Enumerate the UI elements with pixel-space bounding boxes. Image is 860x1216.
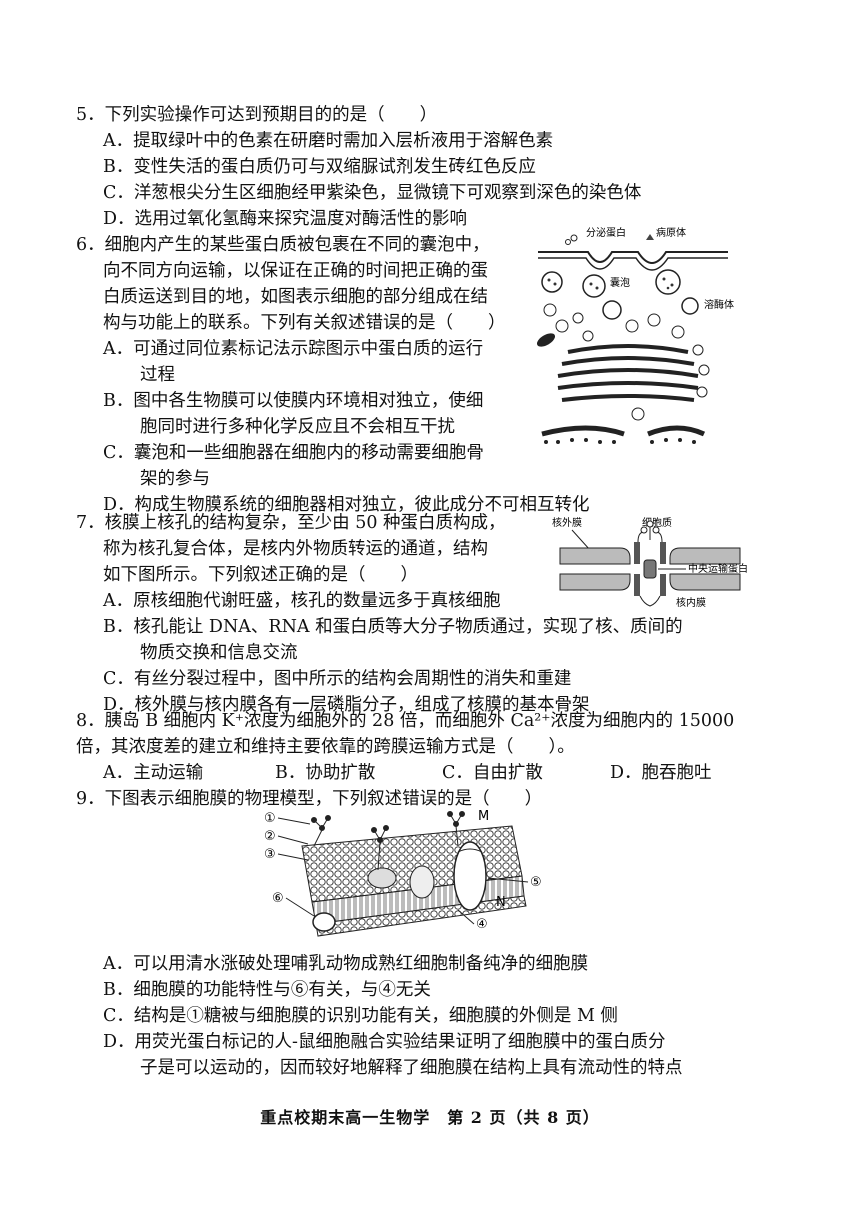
q5-option-d: D．选用过氧化氢酶来探究温度对酶活性的影响 — [103, 209, 468, 229]
marker-1: ① — [264, 811, 276, 826]
secretory-protein-label: 分泌蛋白 — [586, 226, 626, 239]
q7-option-a: A．原核细胞代谢旺盛，核孔的数量远多于真核细胞 — [103, 591, 501, 611]
label-m-side: M — [478, 809, 489, 824]
vesicle-label: 囊泡 — [610, 276, 630, 289]
q6-stem-line-3: 白质运送到目的地，如图表示细胞的部分组成在结 — [103, 287, 488, 307]
q6-option-c: C．囊泡和一些细胞器在细胞内的移动需要细胞骨 — [103, 443, 484, 463]
q9-option-d-cont: 子是可以运动的，因而较好地解释了细胞膜在结构上具有流动性的特点 — [140, 1058, 683, 1078]
q8-option-c: C．自由扩散 — [442, 763, 543, 783]
q7-option-d: D．核外膜与核内膜各有一层磷脂分子，组成了核膜的基本骨架 — [103, 695, 590, 715]
central-transport-protein-label: 中央运输蛋白 — [688, 562, 748, 575]
q7-stem-line-1: 7．核膜上核孔的结构复杂，至少由 50 种蛋白质构成， — [76, 513, 506, 533]
q9-option-a: A．可以用清水涨破处理哺乳动物成熟红细胞制备纯净的细胞膜 — [103, 954, 589, 974]
q9-option-d: D．用荧光蛋白标记的人-鼠细胞融合实验结果证明了细胞膜中的蛋白质分 — [103, 1032, 666, 1052]
q5-stem: 5．下列实验操作可达到预期目的的是（ ） — [76, 105, 438, 125]
q7-option-c: C．有丝分裂过程中，图中所示的结构会周期性的消失和重建 — [103, 669, 572, 689]
q8-options: A．主动运输 B．协助扩散 C．自由扩散 D．胞吞胞吐 — [103, 761, 712, 785]
pathogen-label: 病原体 — [656, 226, 686, 239]
q6-option-b-cont: 胞同时进行多种化学反应且不会相互干扰 — [140, 417, 455, 437]
q6-option-d: D．构成生物膜系统的细胞器相对独立，彼此成分不可相互转化 — [103, 495, 590, 515]
q9-membrane-model-figure: ① ② ③ ⑥ M N ⑤ ④ — [264, 809, 542, 937]
q7-option-b: B．核孔能让 DNA、RNA 和蛋白质等大分子物质通过，实现了核、质间的 — [103, 617, 683, 637]
q5-option-b: B．变性失活的蛋白质仍可与双缩脲试剂发生砖红色反应 — [103, 157, 536, 177]
q8-stem-line-1: 8．胰岛 B 细胞内 K⁺浓度为细胞外的 28 倍，而细胞外 Ca²⁺浓度为细胞… — [76, 711, 735, 731]
q8-option-d: D．胞吞胞吐 — [610, 763, 712, 783]
label-n-side: N — [496, 895, 506, 910]
q7-stem-line-2: 称为核孔复合体，是核内外物质转运的通道，结构 — [103, 539, 488, 559]
marker-2: ② — [264, 829, 276, 844]
marker-4: ④ — [476, 917, 488, 932]
page-footer: 重点校期末高一生物学 第 2 页（共 8 页） — [260, 1108, 600, 1127]
q5-option-a: A．提取绿叶中的色素在研磨时需加入层析液用于溶解色素 — [103, 131, 554, 151]
inner-membrane-label: 核内膜 — [676, 596, 706, 609]
marker-6: ⑥ — [272, 891, 284, 906]
q6-stem-line-1: 6．细胞内产生的某些蛋白质被包裹在不同的囊泡中， — [76, 235, 490, 255]
q8-option-a: A．主动运输 — [103, 763, 204, 783]
marker-5: ⑤ — [530, 875, 542, 890]
q6-option-a: A．可通过同位素标记法示踪图示中蛋白质的运行 — [103, 339, 484, 359]
q8-stem-line-2: 倍，其浓度差的建立和维持主要依靠的跨膜运输方式是（ ）。 — [76, 737, 575, 757]
q7-option-b-cont: 物质交换和信息交流 — [140, 643, 298, 663]
q9-option-c: C．结构是①糖被与细胞膜的识别功能有关，细胞膜的外侧是 M 侧 — [103, 1006, 618, 1026]
q9-stem: 9．下图表示细胞膜的物理模型，下列叙述错误的是（ ） — [76, 789, 543, 809]
q6-stem-line-2: 向不同方向运输，以保证在正确的时间把正确的蛋 — [103, 261, 488, 281]
marker-3: ③ — [264, 847, 276, 862]
q9-option-b: B．细胞膜的功能特性与⑥有关，与④无关 — [103, 980, 431, 1000]
q7-nuclear-pore-figure: 核外膜 细胞质 中央运输蛋白 核内膜 — [552, 516, 748, 609]
outer-membrane-label: 核外膜 — [552, 516, 582, 529]
q6-secretory-pathway-figure: 分泌蛋白 病原体 囊泡 溶酶体 — [536, 226, 734, 444]
q7-stem-line-3: 如下图所示。下列叙述正确的是（ ） — [103, 565, 418, 585]
q6-option-c-cont: 架的参与 — [140, 469, 210, 489]
q8-option-b: B．协助扩散 — [275, 763, 376, 783]
lysosome-label: 溶酶体 — [704, 298, 734, 311]
q5-option-c: C．洋葱根尖分生区细胞经甲紫染色，显微镜下可观察到深色的染色体 — [103, 183, 642, 203]
q6-stem-line-4: 构与功能上的联系。下列有关叙述错误的是（ ） — [103, 313, 506, 333]
q6-option-a-cont: 过程 — [140, 365, 175, 385]
q6-option-b: B．图中各生物膜可以使膜内环境相对独立，使细 — [103, 391, 484, 411]
